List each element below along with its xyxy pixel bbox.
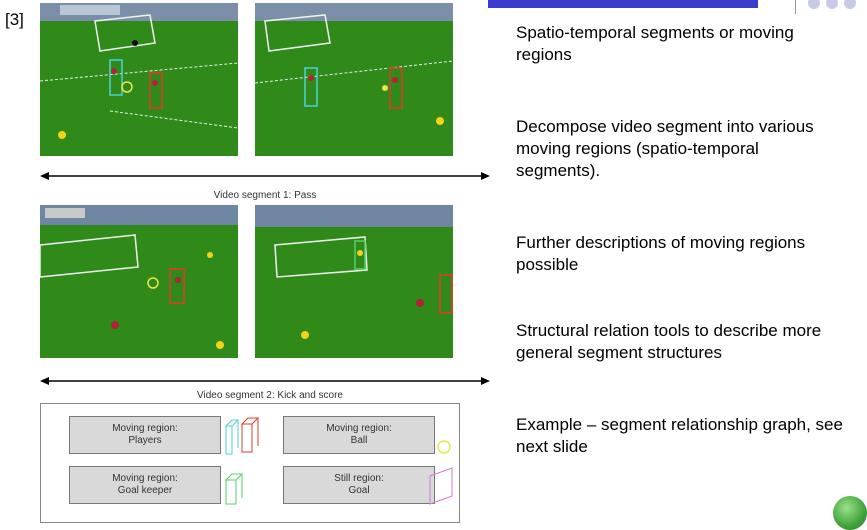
bullet-5: Example – segment relationship graph, se… [516,415,843,456]
bullet-2: Decompose video segment into various mov… [516,117,814,180]
reference-label: [3] [5,10,24,29]
header-dot [844,0,856,9]
legend-goal: Still region: Goal [283,466,435,504]
video-frame-1a [40,3,238,156]
segment-2-timeline-arrow [40,377,490,385]
bullet-1: Spatio-temporal segments or moving regio… [516,23,794,64]
legend-goal-keeper-swatch [224,473,244,505]
header-accent-bar [488,0,758,8]
segment-1-caption: Video segment 1: Pass [213,190,317,201]
header-dot [808,0,820,9]
legend-ball: Moving region: Ball [283,416,435,454]
legend-players: Moving region: Players [69,416,221,454]
decorative-green-dot [833,496,867,530]
legend-goal-keeper: Moving region: Goal keeper [69,466,221,504]
region-legend: Moving region: Players Moving region: Ba… [40,403,460,523]
header-dot [826,0,838,9]
segment-1-timeline-arrow [40,172,490,180]
legend-players-swatch [224,417,260,455]
video-frame-2a [40,205,238,358]
legend-goal-swatch [429,467,453,505]
segment-2-caption: Video segment 2: Kick and score [196,390,343,401]
bullet-3: Further descriptions of moving regions p… [516,233,806,274]
video-frame-2b [255,205,453,358]
bullet-4: Structural relation tools to describe mo… [516,321,822,362]
video-frame-1b [255,3,453,156]
header-separator [795,0,796,14]
legend-ball-swatch [437,440,451,454]
